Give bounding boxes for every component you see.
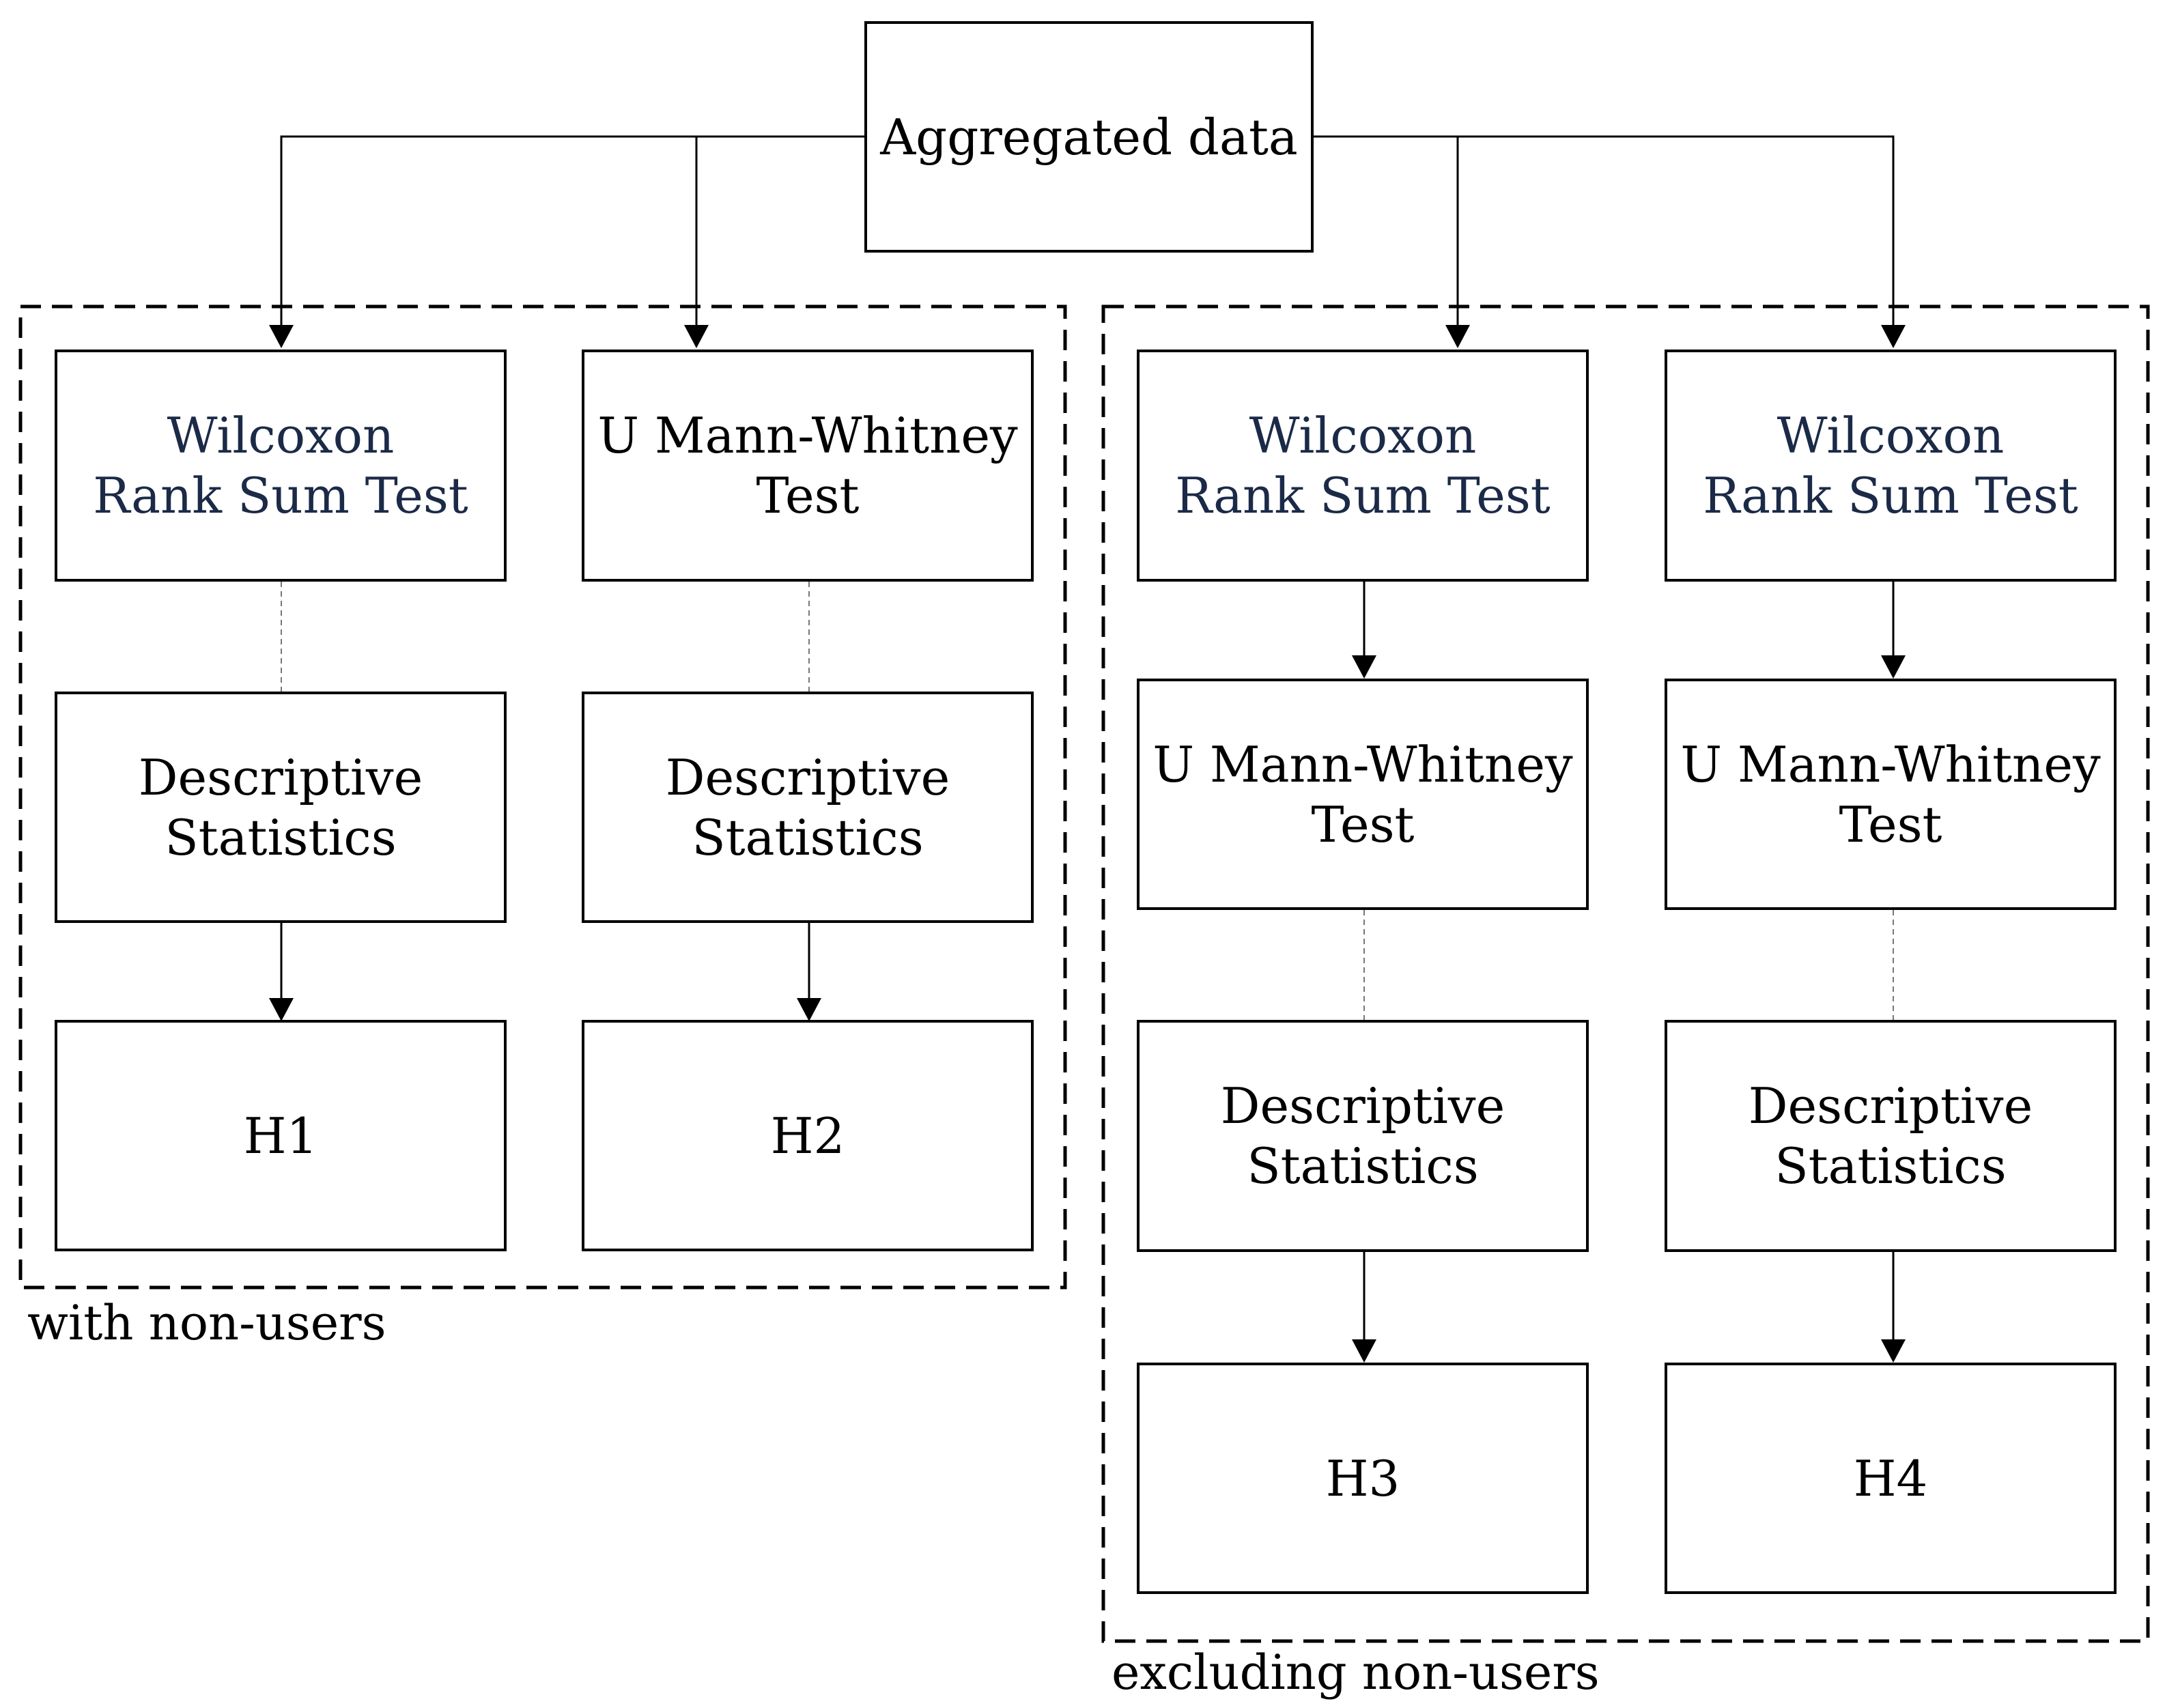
test-label-line2: Test — [1311, 795, 1415, 853]
test-label-line1: Wilcoxon — [1249, 407, 1477, 464]
arrowhead-test2-col3 — [1352, 655, 1376, 679]
test-label-line1: Wilcoxon — [1777, 407, 2005, 464]
hypothesis-label: H3 — [1325, 1449, 1400, 1507]
group-label-with-non-users: with non-users — [27, 1295, 386, 1351]
test-label-line2: Test — [1839, 795, 1942, 853]
group-label-excluding-non-users: excluding non-users — [1112, 1645, 1600, 1700]
stats-label-line2: Statistics — [1774, 1137, 2007, 1195]
connector-root-to-col1 — [280, 135, 864, 325]
descriptive-stats-box-col1: Descriptive Statistics — [55, 692, 507, 923]
descriptive-stats-box-col4: Descriptive Statistics — [1665, 1020, 2117, 1252]
dashed-links — [281, 582, 1894, 1020]
arrowhead-col1 — [269, 325, 294, 348]
mann-whitney-box-col4: U Mann-Whitney Test — [1665, 679, 2117, 910]
root-arrowheads — [269, 325, 1906, 348]
test-label-line1: Wilcoxon — [167, 407, 395, 464]
stats-label-line1: Descriptive — [1220, 1077, 1505, 1135]
arrowhead-col4 — [1881, 325, 1906, 348]
stats-label-line2: Statistics — [1247, 1137, 1479, 1195]
stats-label-line1: Descriptive — [665, 748, 950, 806]
root-box: Aggregated data — [864, 21, 1314, 253]
root-label: Aggregated data — [880, 108, 1298, 166]
test-label-line2: Rank Sum Test — [1175, 467, 1551, 524]
hypothesis-label: H2 — [770, 1107, 845, 1165]
arrowhead-h3 — [1352, 1339, 1376, 1363]
hypothesis-box-h3: H3 — [1137, 1363, 1589, 1594]
hypothesis-label: H1 — [243, 1107, 318, 1165]
test-label-line2: Rank Sum Test — [93, 467, 468, 524]
wilcoxon-box-col3: Wilcoxon Rank Sum Test — [1137, 350, 1589, 582]
test-label-line1: U Mann-Whitney — [1152, 735, 1573, 793]
wilcoxon-box-col1: Wilcoxon Rank Sum Test — [55, 350, 507, 582]
descriptive-stats-box-col2: Descriptive Statistics — [582, 692, 1034, 923]
test-label-line2: Rank Sum Test — [1703, 467, 2078, 524]
arrowhead-col2 — [684, 325, 709, 348]
mann-whitney-box-col3: U Mann-Whitney Test — [1137, 679, 1589, 910]
hypothesis-box-h1: H1 — [55, 1020, 507, 1251]
descriptive-stats-box-col3: Descriptive Statistics — [1137, 1020, 1589, 1252]
arrowhead-test2-col4 — [1881, 655, 1906, 679]
hypothesis-label: H4 — [1853, 1449, 1928, 1507]
root-connectors — [280, 135, 1895, 325]
solid-arrowheads — [269, 655, 1906, 1363]
connector-root-to-col4 — [1314, 135, 1895, 325]
group-border-excluding-non-users — [1101, 304, 2150, 1643]
stats-label-line2: Statistics — [692, 808, 924, 866]
stats-label-line1: Descriptive — [1748, 1077, 2033, 1135]
arrowhead-h2 — [797, 998, 821, 1021]
hypothesis-box-h2: H2 — [582, 1020, 1034, 1251]
stats-label-line2: Statistics — [165, 808, 397, 866]
arrowhead-h4 — [1881, 1339, 1906, 1363]
test-label-line2: Test — [756, 467, 860, 524]
hypothesis-box-h4: H4 — [1665, 1363, 2117, 1594]
stats-label-line1: Descriptive — [138, 748, 423, 806]
arrowhead-h1 — [269, 998, 294, 1021]
solid-arrows — [280, 582, 1895, 1339]
mann-whitney-box-col2: U Mann-Whitney Test — [582, 350, 1034, 582]
test-label-line1: U Mann-Whitney — [597, 407, 1018, 464]
group-border-with-non-users — [18, 304, 1067, 1290]
test-label-line1: U Mann-Whitney — [1680, 735, 2101, 793]
wilcoxon-box-col4: Wilcoxon Rank Sum Test — [1665, 350, 2117, 582]
arrowhead-col3 — [1445, 325, 1470, 348]
